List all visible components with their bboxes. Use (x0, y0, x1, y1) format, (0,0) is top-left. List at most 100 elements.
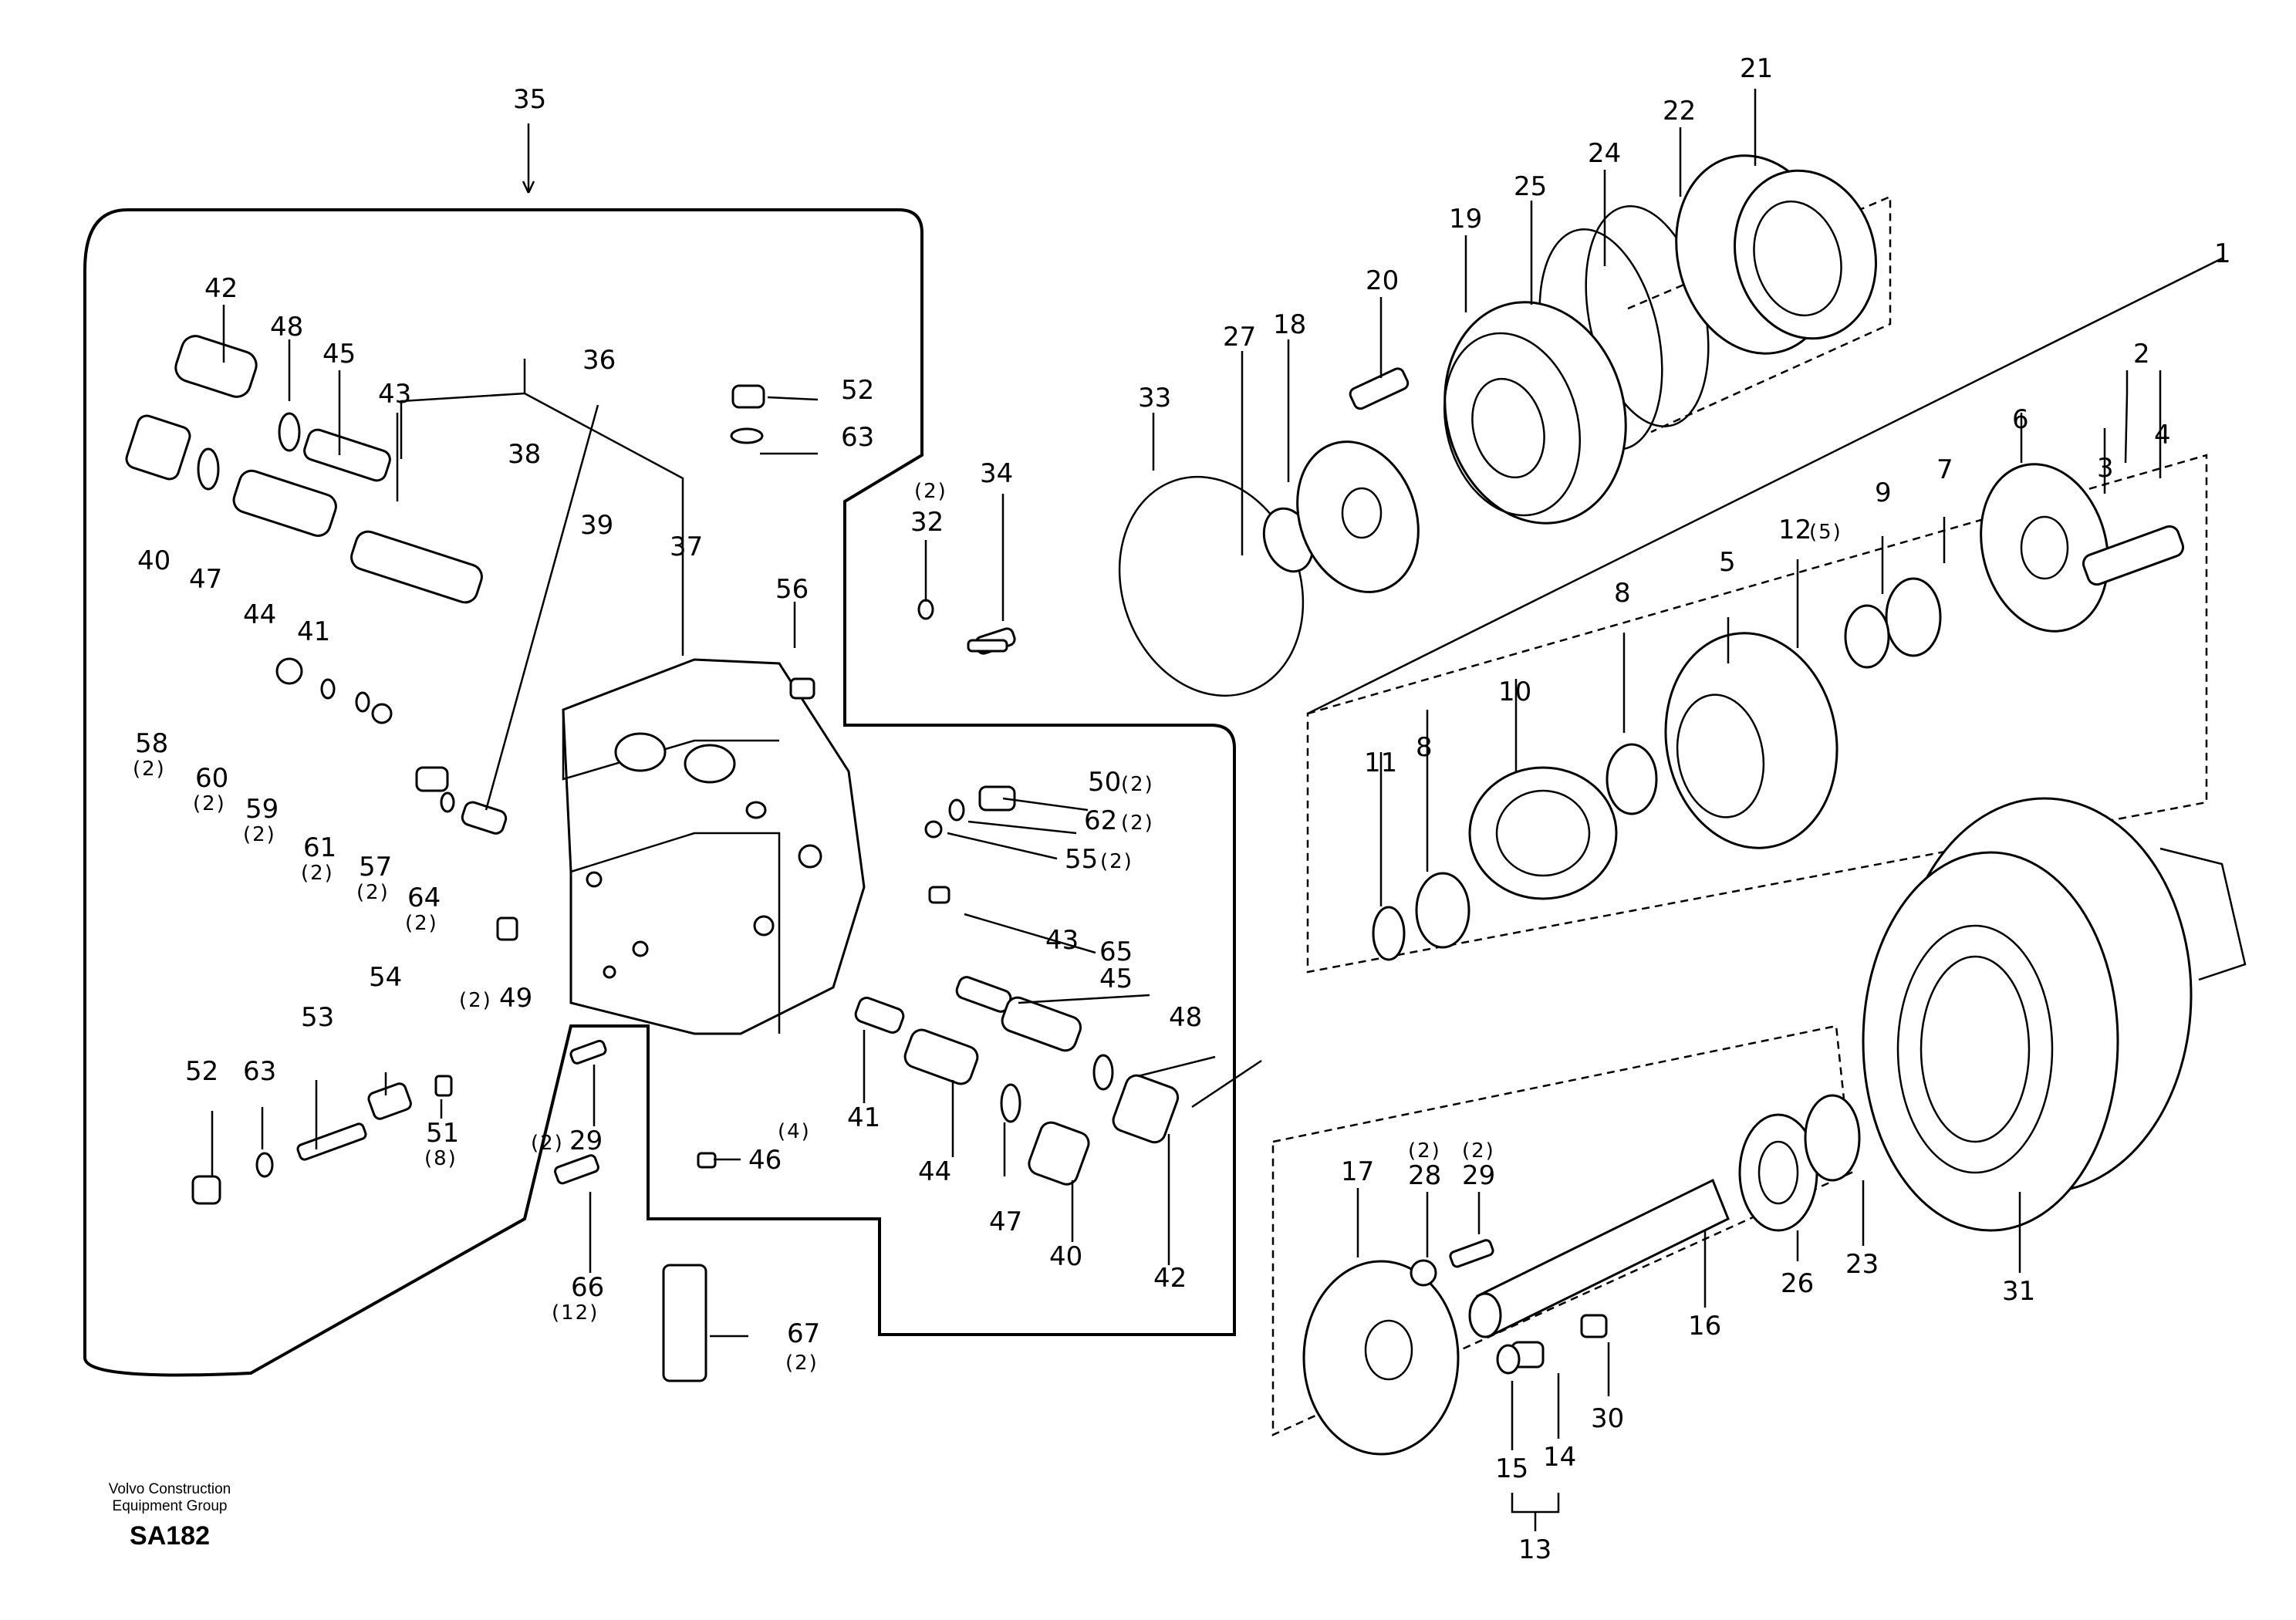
label-50: 50 (1088, 767, 1121, 798)
brake-piston-19 (1443, 301, 1627, 525)
qty-55: (2) (1100, 850, 1133, 873)
label-59: 59 (245, 794, 279, 825)
label-67: 67 (787, 1318, 820, 1349)
label-44: 44 (243, 599, 276, 630)
company-name-line1: Volvo Construction (108, 1481, 231, 1497)
ring-15 (1496, 1344, 1521, 1375)
label-9: 9 (1875, 478, 1892, 508)
label-35: 35 (513, 84, 546, 115)
qty-57: (2) (356, 881, 390, 904)
label-29b: 29 (1462, 1160, 1495, 1191)
brake-parts-outline (1627, 195, 1892, 434)
plug-30 (1580, 1314, 1608, 1338)
part-labels: 35 42 48 45 43 36 38 39 37 40 47 44 41 5… (135, 53, 2231, 1565)
label-48b: 48 (1169, 1002, 1202, 1033)
label-13: 13 (1518, 1534, 1551, 1565)
label-64: 64 (407, 883, 441, 913)
cover-17 (1302, 1260, 1460, 1456)
qty-67: (2) (785, 1352, 819, 1375)
qty-50: (2) (1121, 773, 1154, 796)
label-62: 62 (1084, 805, 1117, 836)
label-43: 43 (378, 379, 411, 410)
label-38: 38 (508, 439, 541, 470)
label-19: 19 (1449, 204, 1482, 235)
label-33: 33 (1138, 383, 1171, 413)
label-24: 24 (1588, 138, 1621, 169)
label-42: 42 (204, 273, 238, 304)
label-63: 63 (841, 422, 874, 453)
rotating-group-outline (1306, 454, 2208, 974)
label-30: 30 (1591, 1403, 1624, 1434)
label-43b: 43 (1045, 925, 1079, 956)
label-10: 10 (1498, 677, 1531, 707)
label-46: 46 (748, 1145, 782, 1176)
qty-66: (12) (552, 1301, 599, 1325)
shaft-16 (1468, 1178, 1730, 1338)
qty-29b: (2) (1462, 1139, 1495, 1163)
label-65: 65 (1099, 937, 1133, 967)
label-14: 14 (1543, 1442, 1576, 1473)
label-26: 26 (1781, 1268, 1814, 1299)
label-25: 25 (1514, 171, 1547, 202)
o-ring-33 (1118, 475, 1305, 697)
label-56: 56 (775, 574, 809, 605)
valve-block (562, 658, 866, 1035)
label-52b: 52 (185, 1056, 218, 1087)
label-60: 60 (195, 763, 228, 794)
label-36: 36 (582, 345, 616, 376)
qty-12: (5) (1809, 521, 1842, 544)
label-12: 12 (1778, 515, 1811, 545)
label-40b: 40 (1049, 1241, 1082, 1272)
label-55: 55 (1065, 844, 1098, 875)
qty-58: (2) (133, 758, 166, 781)
label-22: 22 (1663, 96, 1696, 127)
brake-plates (1675, 154, 1877, 355)
label-2: 2 (2133, 339, 2150, 370)
label-7: 7 (1936, 454, 1953, 485)
right-spools (854, 785, 1180, 1186)
label-42b: 42 (1153, 1263, 1187, 1294)
qty-64: (2) (405, 912, 438, 935)
label-17: 17 (1341, 1156, 1374, 1187)
qty-32: (2) (914, 480, 947, 503)
housing-31 (1862, 797, 2247, 1232)
label-45b: 45 (1099, 964, 1133, 994)
qty-60: (2) (193, 792, 226, 815)
footer: Volvo Construction Equipment Group SA182 (85, 1481, 255, 1551)
label-39: 39 (580, 510, 613, 541)
label-31: 31 (2002, 1276, 2035, 1307)
label-34: 34 (980, 458, 1013, 489)
label-53: 53 (301, 1002, 334, 1033)
quantity-labels: (2) (2) (2) (2) (2) (2) (2) (2) (2) (2) … (133, 480, 1842, 1375)
label-54: 54 (369, 962, 402, 993)
label-8b: 8 (1416, 732, 1433, 763)
label-15: 15 (1495, 1453, 1528, 1484)
qty-61: (2) (301, 862, 334, 885)
kit-outline-35 (83, 208, 1236, 1377)
label-63b: 63 (243, 1056, 276, 1087)
qty-49: (2) (459, 989, 492, 1012)
label-21: 21 (1740, 53, 1773, 84)
label-1: 1 (2214, 238, 2231, 269)
label-40: 40 (137, 545, 171, 576)
qty-29a: (2) (531, 1132, 564, 1155)
label-8a: 8 (1614, 578, 1631, 609)
pin-29 (1449, 1239, 1494, 1268)
qty-28: (2) (1408, 1139, 1441, 1163)
label-66: 66 (571, 1272, 604, 1303)
label-29a: 29 (569, 1126, 603, 1156)
qty-62: (2) (1121, 812, 1154, 835)
label-52: 52 (841, 375, 874, 406)
shaft-group-outline (1271, 1024, 1853, 1436)
label-20: 20 (1366, 265, 1399, 296)
qty-59: (2) (243, 823, 276, 846)
label-4: 4 (2154, 420, 2171, 451)
label-51: 51 (426, 1118, 459, 1149)
qty-51: (8) (424, 1147, 458, 1170)
label-37: 37 (670, 532, 703, 562)
label-5: 5 (1719, 547, 1736, 578)
label-45: 45 (322, 339, 356, 370)
spring-20 (1349, 367, 1410, 410)
diagram-code: SA182 (130, 1521, 210, 1551)
